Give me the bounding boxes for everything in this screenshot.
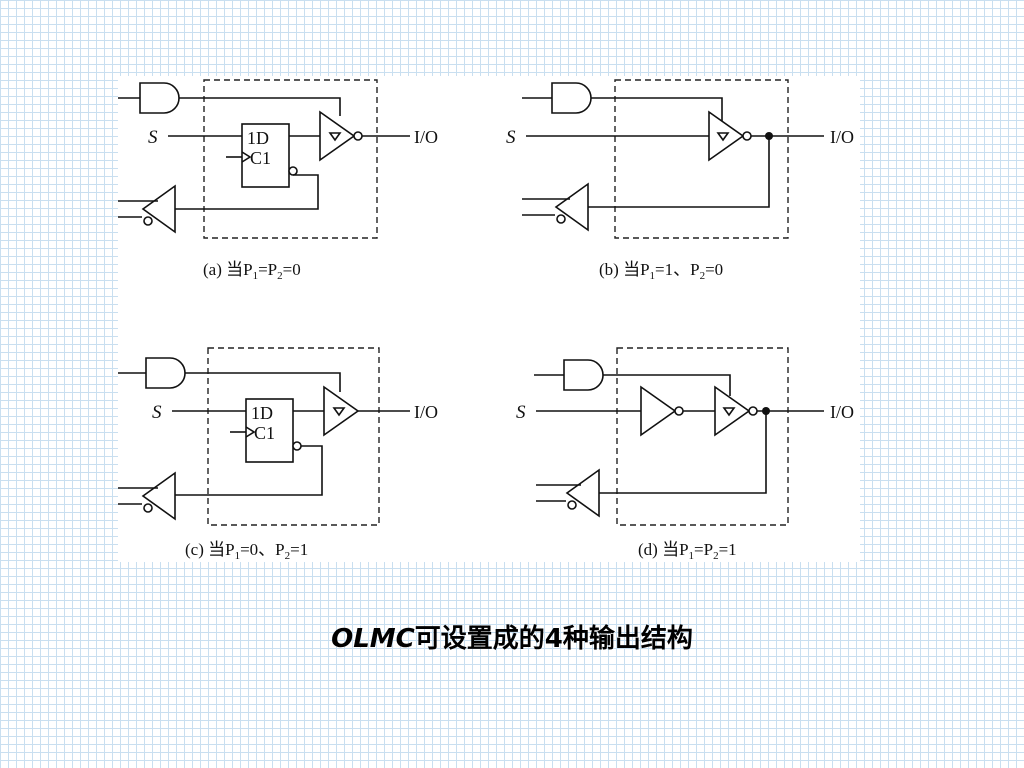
panel-d: S I/O (d) 当P1=P2=1 <box>516 347 854 562</box>
inversion-bubble <box>556 214 566 224</box>
feedback-buffer <box>141 184 176 234</box>
io-label: I/O <box>830 127 854 147</box>
dashed-boundary <box>614 79 789 239</box>
panel-a: S 1D C1 I/O (a) 当P1=P2=0 <box>118 79 438 282</box>
dff-c-label: C1 <box>254 423 275 443</box>
caption-c: (c) 当P1=0、P2=1 <box>185 540 308 562</box>
dff-d-label: 1D <box>251 403 273 423</box>
panel-c: S 1D C1 I/O (c) 当P1=0、P2=1 <box>118 347 438 562</box>
io-label: I/O <box>830 402 854 422</box>
dashed-boundary <box>616 347 789 526</box>
s-label: S <box>516 402 526 423</box>
caption-a: (a) 当P1=P2=0 <box>203 260 301 282</box>
panel-b: S I/O (b) 当P1=1、P2=0 <box>506 79 854 282</box>
io-label: I/O <box>414 402 438 422</box>
inversion-bubble <box>674 406 684 416</box>
s-label: S <box>148 127 158 148</box>
tristate-symbol-icon <box>722 407 736 417</box>
and-gate <box>551 82 592 114</box>
inversion-bubble <box>143 216 153 226</box>
io-label: I/O <box>414 127 438 147</box>
dff-c-label: C1 <box>250 148 271 168</box>
inversion-bubble <box>567 500 577 510</box>
tristate-symbol-icon <box>328 132 342 142</box>
inverter <box>640 385 677 437</box>
caption-d: (d) 当P1=P2=1 <box>638 540 737 562</box>
dashed-boundary <box>203 79 378 239</box>
d-flip-flop <box>241 123 290 188</box>
s-label: S <box>152 402 162 423</box>
olmc-diagram: S 1D C1 I/O (a) 当P1=P2=0 S <box>118 79 854 562</box>
caption-b: (b) 当P1=1、P2=0 <box>599 260 723 282</box>
olmc-figure: S 1D C1 I/O (a) 当P1=P2=0 S <box>118 76 860 562</box>
inversion-bubble <box>292 441 302 451</box>
inversion-bubble <box>353 131 363 141</box>
tristate-symbol-icon <box>332 407 346 417</box>
and-gate <box>145 357 186 389</box>
feedback-buffer <box>141 471 176 521</box>
d-flip-flop <box>245 398 294 463</box>
feedback-buffer <box>554 182 589 232</box>
and-gate <box>563 359 604 391</box>
inversion-bubble <box>288 166 298 176</box>
figure-title: OLMC可设置成的4种输出结构 <box>0 618 1024 655</box>
inversion-bubble <box>143 503 153 513</box>
s-label: S <box>506 127 516 148</box>
feedback-buffer <box>565 468 600 518</box>
dff-d-label: 1D <box>247 128 269 148</box>
figure-title-text: 可设置成的4种输出结构 <box>414 624 693 654</box>
figure-title-latin: OLMC <box>331 624 415 654</box>
dashed-boundary <box>207 347 380 526</box>
inversion-bubble <box>742 131 752 141</box>
tristate-symbol-icon <box>716 132 730 142</box>
inversion-bubble <box>748 406 758 416</box>
and-gate <box>139 82 180 114</box>
